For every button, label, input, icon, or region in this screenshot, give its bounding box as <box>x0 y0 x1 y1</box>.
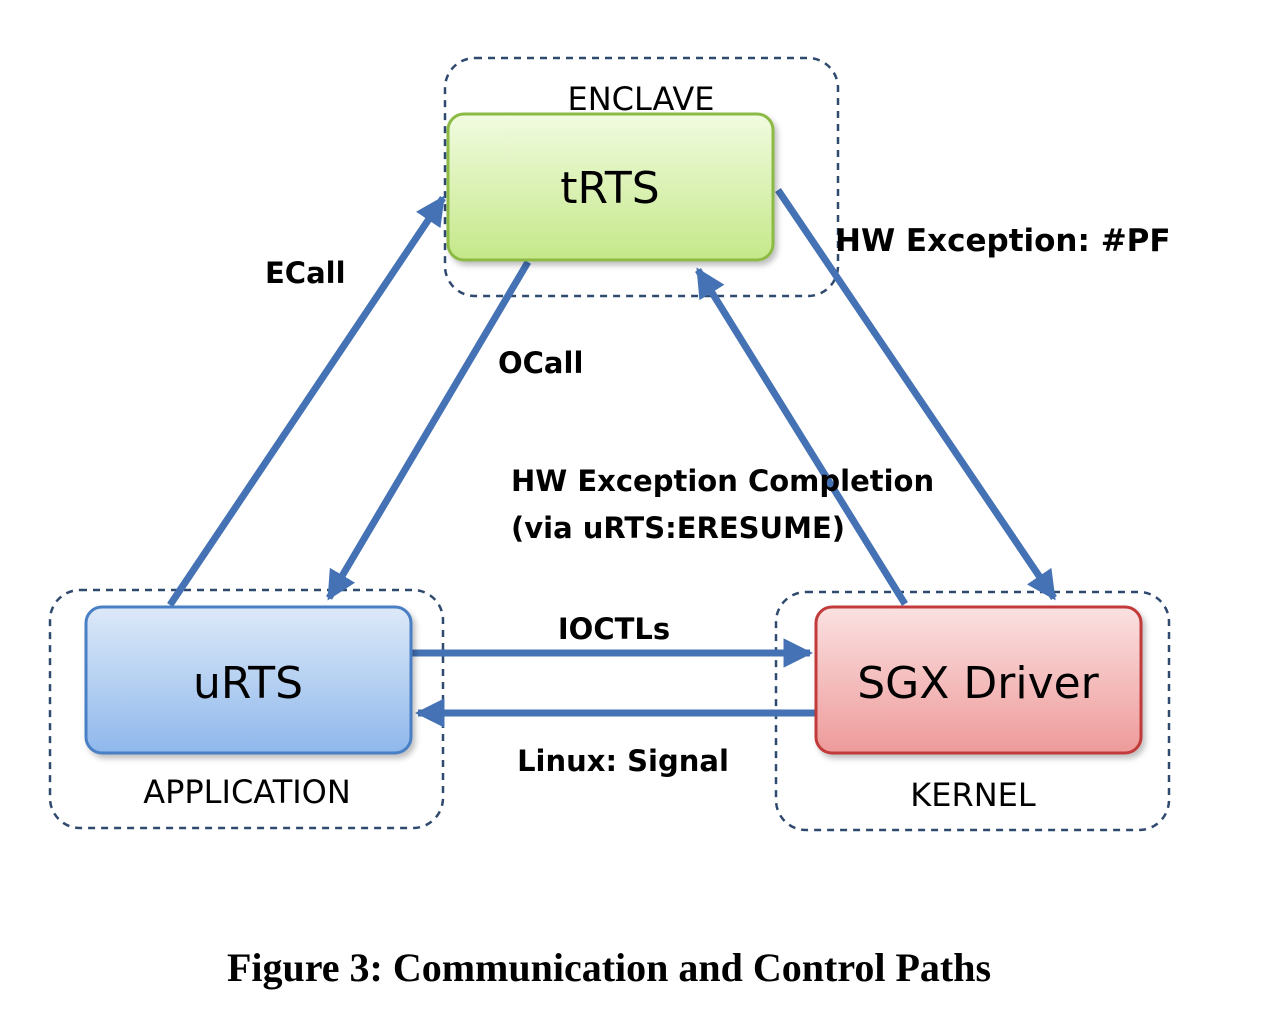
ioctls-label: IOCTLs <box>558 612 670 646</box>
trts-node: tRTS <box>446 112 775 262</box>
kernel-zone <box>774 590 1171 832</box>
trts-label: tRTS <box>560 163 659 214</box>
enclave-zone-label: ENCLAVE <box>567 80 714 118</box>
application-zone-label: APPLICATION <box>143 773 351 811</box>
urts-label: uRTS <box>193 658 303 709</box>
hw-exception-pf-arrow <box>775 188 1057 601</box>
hw-exception-pf-label: HW Exception: #PF <box>835 223 1171 259</box>
hw-exception-completion-label-line1: HW Exception Completion <box>511 464 934 498</box>
hw-exception-completion-label-line2: (via uRTS:ERESUME) <box>511 511 845 545</box>
sgx-driver-label: SGX Driver <box>857 658 1099 709</box>
hw-exception-completion-arrow <box>695 267 908 606</box>
ecall-label: ECall <box>265 256 346 290</box>
enclave-zone <box>443 56 840 298</box>
sgx-driver-node: SGX Driver <box>814 605 1143 755</box>
ocall-label: OCall <box>498 346 583 380</box>
kernel-zone-label: KERNEL <box>910 776 1036 814</box>
figure-caption: Figure 3: Communication and Control Path… <box>226 945 992 990</box>
linux-signal-label: Linux: Signal <box>517 744 729 778</box>
ecall-arrow <box>167 195 446 607</box>
urts-node: uRTS <box>84 605 413 755</box>
ocall-arrow <box>325 260 532 601</box>
